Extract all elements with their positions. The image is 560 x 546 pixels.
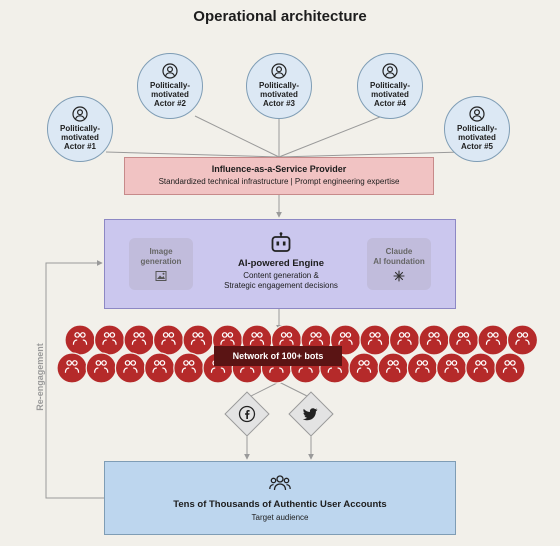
- ai-engine-box: Image generation AI-powered Engine Conte…: [104, 219, 456, 309]
- actor-label-line: Actor #1: [63, 142, 96, 151]
- users-group-icon: [269, 475, 291, 491]
- twitter-diamond: [288, 391, 334, 437]
- image-generation-box: Image generation: [129, 238, 193, 290]
- bot-icon: [64, 324, 96, 356]
- audience-subtitle: Target audience: [251, 513, 309, 522]
- actor-label-line: Politically-: [369, 81, 410, 90]
- actor-label-line: Politically-: [149, 81, 190, 90]
- re-engagement-label: Re-engagement: [35, 343, 45, 411]
- actor5-connector: [278, 151, 463, 158]
- actor-label-line: Politically-: [59, 124, 100, 133]
- person-icon: [271, 63, 287, 79]
- person-icon: [382, 63, 398, 79]
- bot-icon: [173, 352, 205, 384]
- provider-title: Influence-as-a-Service Provider: [211, 164, 347, 174]
- person-icon: [162, 63, 178, 79]
- bot-icon: [494, 352, 526, 384]
- actor-label-line: Actor #4: [373, 99, 406, 108]
- bots-to-facebook-line: [246, 381, 280, 399]
- actor1-connector: [105, 151, 280, 158]
- bot-icon: [114, 352, 146, 384]
- re-engagement-loop: [45, 260, 104, 499]
- bot-icon: [56, 352, 88, 384]
- audience-title: Tens of Thousands of Authentic User Acco…: [173, 499, 387, 510]
- actor-label-line: motivated: [61, 133, 99, 142]
- diagram-title: Operational architecture: [193, 8, 367, 25]
- image-generation-line2: generation: [140, 257, 182, 266]
- actor-label-line: Actor #5: [460, 142, 493, 151]
- actor4-connector: [278, 112, 391, 158]
- actor-label-line: motivated: [371, 90, 409, 99]
- actor-label-line: Actor #3: [262, 99, 295, 108]
- person-icon: [469, 106, 485, 122]
- actor-label-line: motivated: [151, 90, 189, 99]
- audience-box: Tens of Thousands of Authentic User Acco…: [104, 461, 456, 535]
- bot-icon: [123, 324, 155, 356]
- bot-icon: [418, 324, 450, 356]
- bot-icon: [465, 352, 497, 384]
- bot-icon: [359, 324, 391, 356]
- robot-icon: [271, 232, 291, 252]
- bot-icon: [93, 324, 126, 356]
- claude-foundation-line2: AI foundation: [373, 257, 425, 266]
- bot-icon: [436, 352, 468, 384]
- engine-subtitle-line1: Content generation &: [243, 271, 319, 280]
- bot-icon: [152, 324, 185, 356]
- facebook-diamond: [224, 391, 270, 437]
- actor-label-line: Politically-: [258, 81, 299, 90]
- bot-icon: [377, 352, 409, 384]
- bot-network-label: Network of 100+ bots: [214, 346, 342, 366]
- actor-label-line: motivated: [458, 133, 496, 142]
- engine-subtitle-line2: Strategic engagement decisions: [224, 281, 338, 290]
- bot-icon: [447, 324, 480, 356]
- actor-label-line: Politically-: [456, 124, 497, 133]
- engine-title: AI-powered Engine: [237, 258, 325, 269]
- claude-foundation-box: Claude AI foundation: [367, 238, 431, 290]
- bot-icon: [506, 324, 539, 356]
- bot-icon: [477, 324, 509, 356]
- bot-icon: [388, 324, 421, 356]
- bot-icon: [182, 324, 214, 356]
- bot-icon: [348, 352, 380, 384]
- influence-provider-box: Influence-as-a-Service Provider Standard…: [124, 157, 434, 195]
- actor2-connector: [194, 115, 280, 158]
- facebook-icon: [238, 405, 256, 423]
- person-icon: [72, 106, 88, 122]
- bot-icon: [406, 352, 438, 384]
- provider-subtitle: Standardized technical infrastructure | …: [158, 177, 400, 186]
- actor-label-line: motivated: [260, 90, 298, 99]
- claude-foundation-line1: Claude: [385, 247, 413, 256]
- image-generation-line1: Image: [149, 247, 173, 256]
- actor-label-line: Actor #2: [153, 99, 186, 108]
- twitter-icon: [302, 408, 318, 421]
- claude-star-icon: [393, 270, 405, 282]
- image-icon: [155, 271, 167, 281]
- bot-icon: [144, 352, 176, 384]
- bot-icon: [85, 352, 117, 384]
- engine-center: AI-powered Engine Content generation & S…: [201, 232, 361, 291]
